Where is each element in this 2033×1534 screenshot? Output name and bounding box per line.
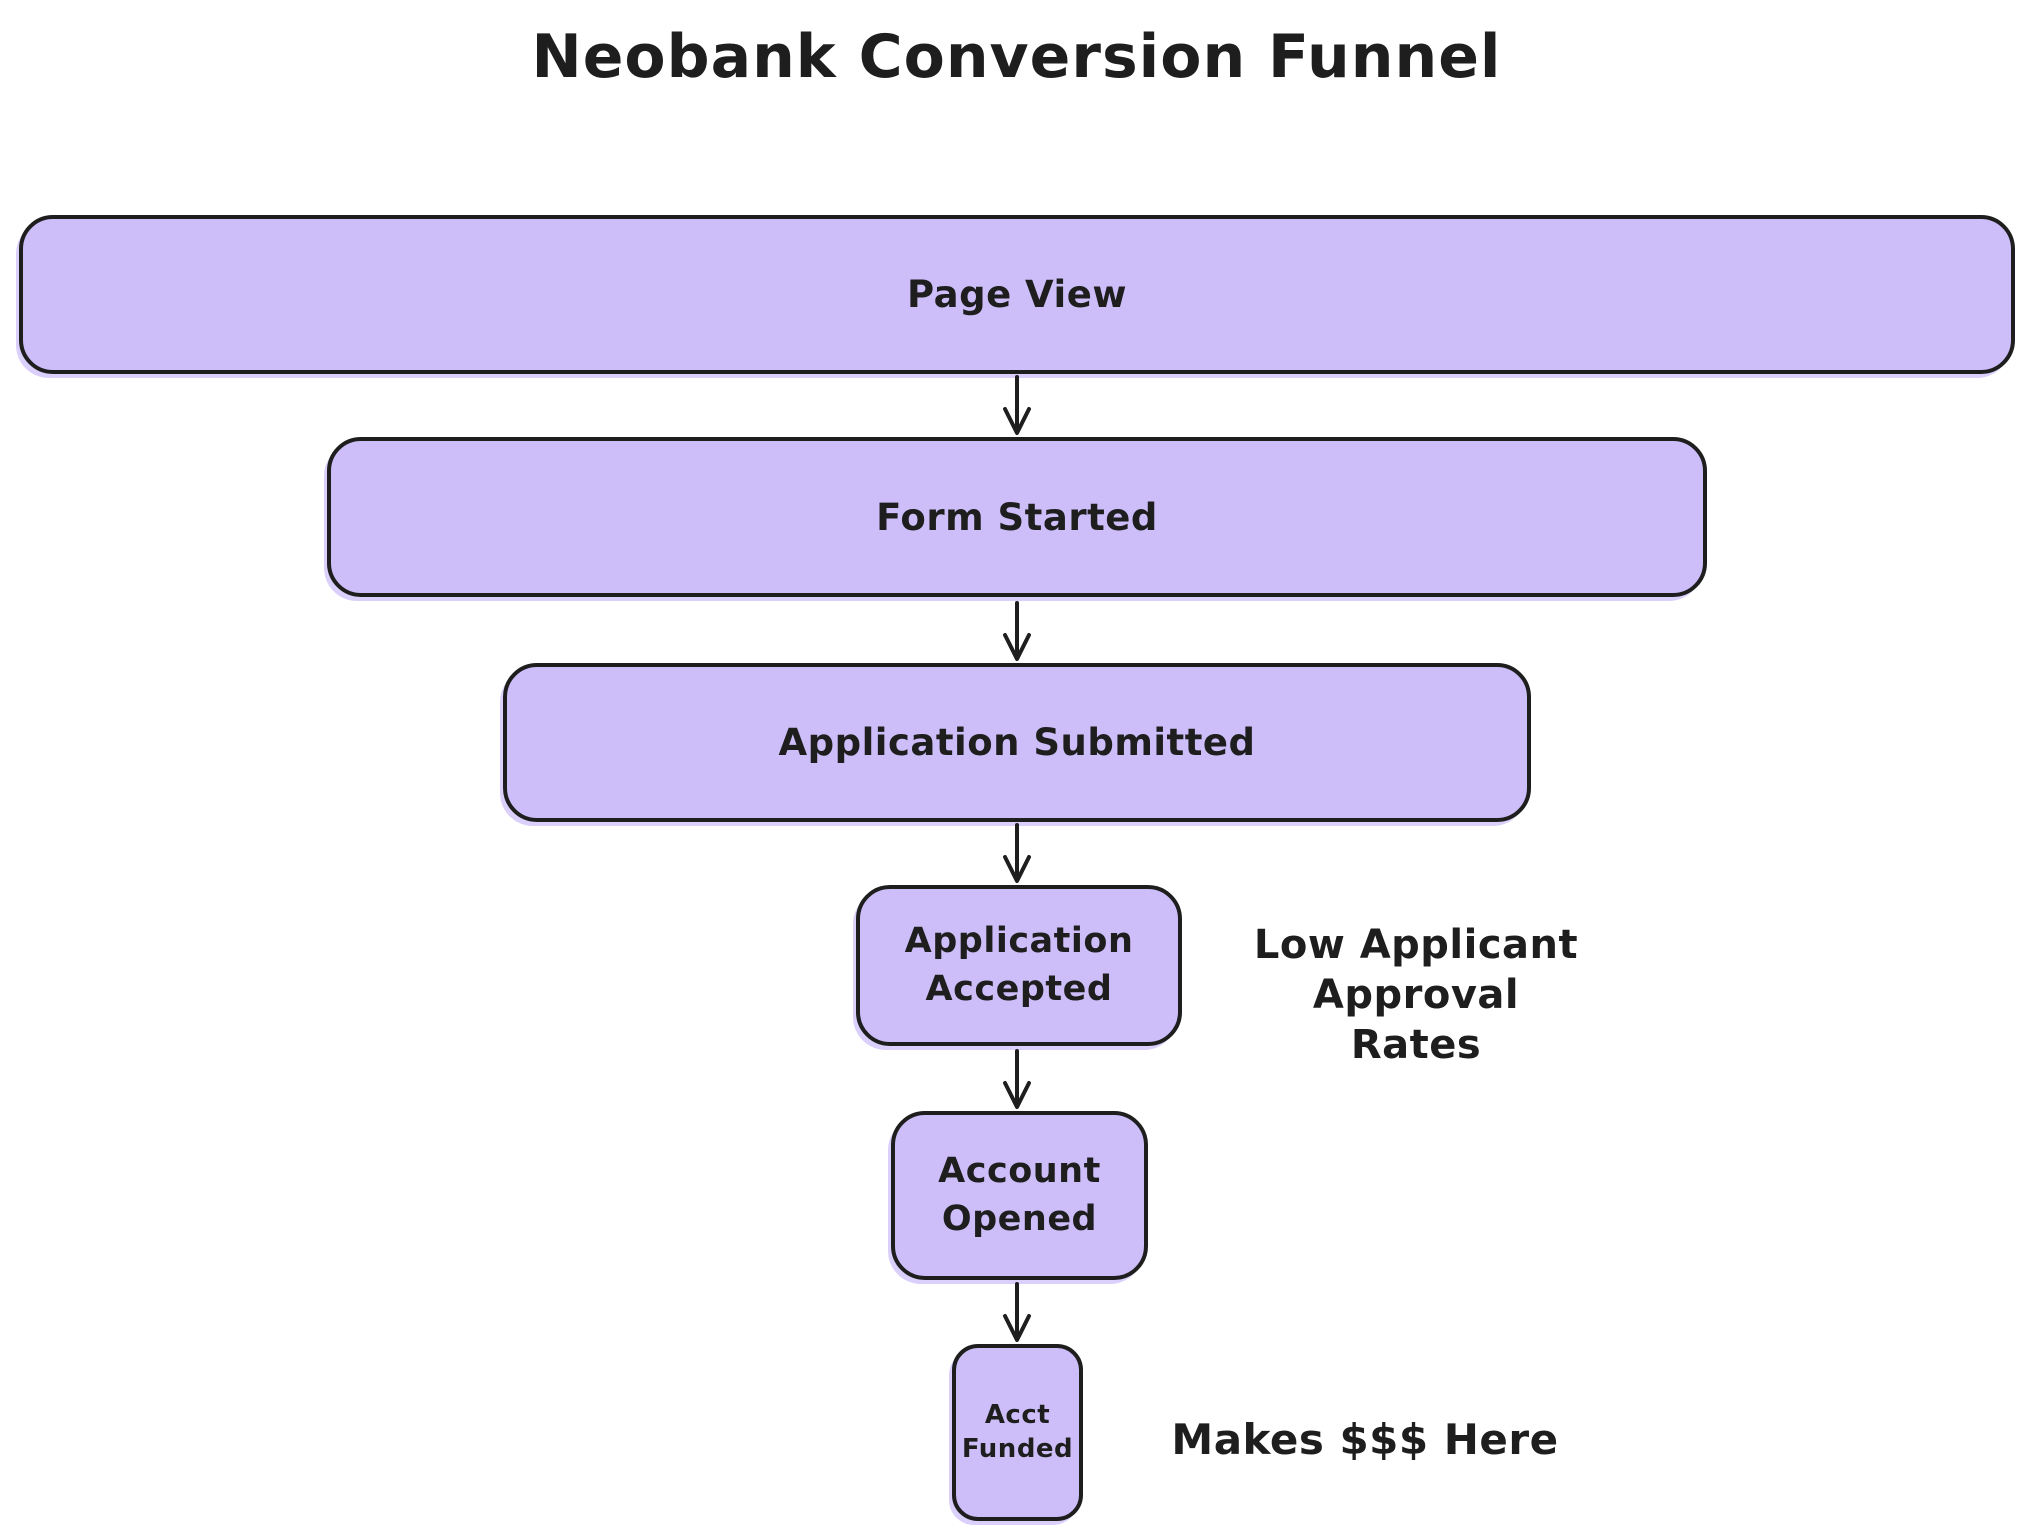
stage-account-opened: Account Opened [891, 1111, 1148, 1280]
stage-label: Acct Funded [961, 1399, 1074, 1464]
down-arrow-icon [1003, 375, 1031, 435]
stage-page-view: Page View [19, 215, 2015, 374]
down-arrow-icon [1003, 1282, 1031, 1342]
stage-application-submitted: Application Submitted [503, 663, 1531, 822]
stage-label: Application Accepted [904, 921, 1134, 1009]
page-title: Neobank Conversion Funnel [531, 22, 1502, 92]
annotation-low-approval-rates: Low Applicant Approval Rates [1253, 922, 1579, 1068]
down-arrow-icon [1003, 1049, 1031, 1109]
stage-label: Account Opened [938, 1151, 1101, 1239]
stage-form-started: Form Started [327, 437, 1707, 597]
annotation-makes-money: Makes $$$ Here [1171, 1415, 1559, 1464]
stage-label: Application Submitted [778, 721, 1256, 764]
down-arrow-icon [1003, 601, 1031, 661]
stage-label: Form Started [876, 495, 1158, 539]
stage-acct-funded: Acct Funded [952, 1344, 1083, 1521]
stage-application-accepted: Application Accepted [856, 885, 1182, 1046]
stage-label: Page View [907, 273, 1127, 316]
down-arrow-icon [1003, 823, 1031, 883]
